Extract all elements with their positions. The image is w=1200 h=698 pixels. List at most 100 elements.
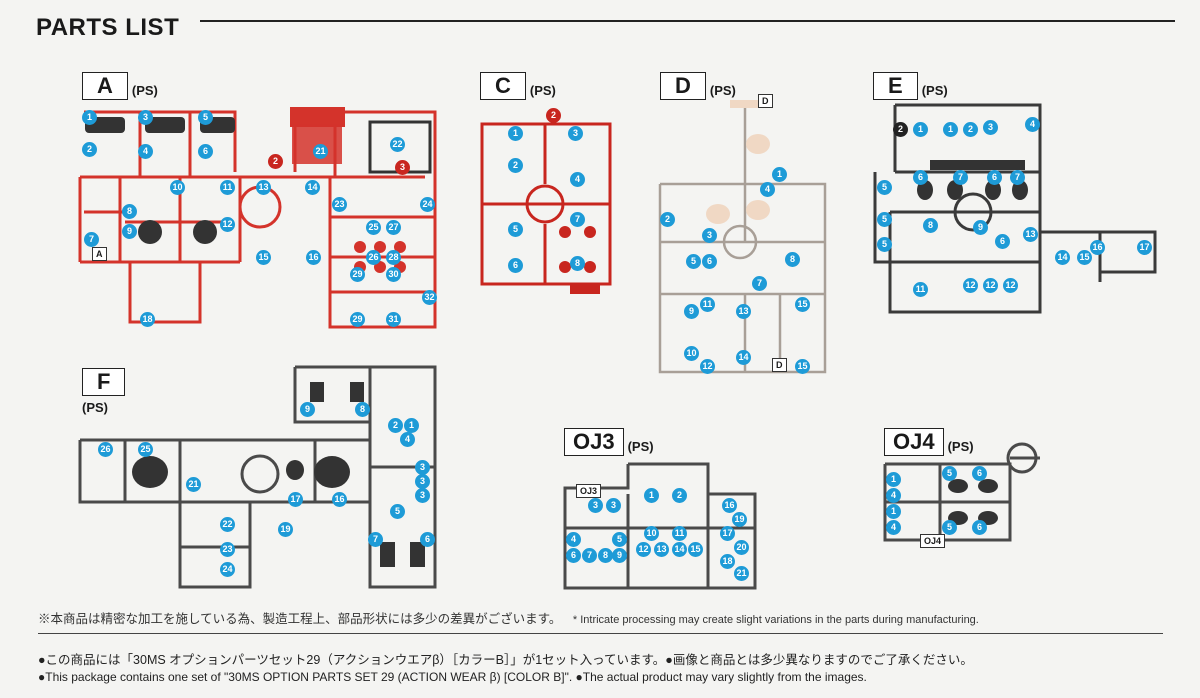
runner-material: (PS): [82, 400, 108, 415]
part-number: 8: [598, 548, 613, 563]
part-number: 9: [122, 224, 137, 239]
part-number: 2: [660, 212, 675, 227]
runner-letter: OJ4: [884, 428, 944, 456]
runner-tag: D: [772, 358, 787, 372]
part-number: 16: [332, 492, 347, 507]
part-number: 3: [702, 228, 717, 243]
part-number: 22: [220, 517, 235, 532]
part-number: 13: [736, 304, 751, 319]
part-number: 8: [923, 218, 938, 233]
part-number: 5: [390, 504, 405, 519]
part-number: 14: [672, 542, 687, 557]
part-number: 5: [508, 222, 523, 237]
part-number: 2: [546, 108, 561, 123]
runner-f-label: F: [82, 368, 126, 396]
part-number: 1: [404, 418, 419, 433]
part-number: 29: [350, 312, 365, 327]
part-number: 3: [415, 488, 430, 503]
part-number: 1: [886, 472, 901, 487]
runner-letter: F: [82, 368, 126, 396]
runner-oj4-frame: [883, 442, 1040, 542]
part-number: 3: [588, 498, 603, 513]
part-number: 7: [582, 548, 597, 563]
part-number: 6: [987, 170, 1002, 185]
part-number: 1: [508, 126, 523, 141]
runner-f: F (PS) 9 8 2 1 4 3 3 3 5 7 6 26 25 21 17…: [70, 362, 445, 597]
part-number: 18: [140, 312, 155, 327]
part-number: 15: [795, 359, 810, 374]
part-number: 12: [963, 278, 978, 293]
part-number: 4: [1025, 117, 1040, 132]
part-number: 7: [84, 232, 99, 247]
part-number: 5: [877, 212, 892, 227]
runner-material: (PS): [921, 83, 948, 98]
part-number: 2: [388, 418, 403, 433]
part-number: 4: [760, 182, 775, 197]
runner-a-label: A (PS): [82, 72, 158, 100]
part-number: 8: [122, 204, 137, 219]
part-number: 6: [420, 532, 435, 547]
part-number: 15: [795, 297, 810, 312]
part-number: 12: [700, 359, 715, 374]
note-jp: ※本商品は精密な加工を施している為、製造工程上、部品形状には多少の差異がございま…: [38, 612, 562, 626]
runner-f-frame: [78, 365, 437, 589]
part-number: 9: [612, 548, 627, 563]
part-number: 17: [288, 492, 303, 507]
note-en: * Intricate processing may create slight…: [572, 614, 979, 626]
part-number: 6: [702, 254, 717, 269]
runner-c-frame: [480, 122, 612, 294]
part-number: 19: [278, 522, 293, 537]
part-number: 7: [368, 532, 383, 547]
runner-c-label: C (PS): [480, 72, 556, 100]
part-number: 3: [395, 160, 410, 175]
part-number: 5: [612, 532, 627, 547]
divider: [38, 633, 1163, 634]
part-number: 2: [268, 154, 283, 169]
part-number: 8: [785, 252, 800, 267]
part-number: 10: [684, 346, 699, 361]
part-number: 25: [366, 220, 381, 235]
part-number: 18: [720, 554, 735, 569]
part-number: 11: [700, 297, 715, 312]
runner-letter: A: [82, 72, 128, 100]
part-number: 27: [386, 220, 401, 235]
part-number: 2: [893, 122, 908, 137]
runner-oj3-label: OJ3 (PS): [564, 428, 654, 456]
part-number: 24: [220, 562, 235, 577]
part-number: 11: [672, 526, 687, 541]
part-number: 23: [220, 542, 235, 557]
part-number: 14: [305, 180, 320, 195]
part-number: 16: [722, 498, 737, 513]
part-number: 15: [1077, 250, 1092, 265]
part-number: 4: [570, 172, 585, 187]
part-number: 12: [636, 542, 651, 557]
part-number: 3: [138, 110, 153, 125]
part-number: 22: [390, 137, 405, 152]
part-number: 2: [82, 142, 97, 157]
part-number: 1: [644, 488, 659, 503]
footer-en: ●This package contains one set of "30MS …: [38, 670, 867, 684]
part-number: 32: [422, 290, 437, 305]
part-number: 10: [170, 180, 185, 195]
part-number: 24: [420, 197, 435, 212]
title-rule: [200, 20, 1175, 22]
part-number: 19: [732, 512, 747, 527]
part-number: 4: [138, 144, 153, 159]
runner-letter: D: [660, 72, 706, 100]
runner-letter: C: [480, 72, 526, 100]
part-number: 6: [913, 170, 928, 185]
part-number: 8: [570, 256, 585, 271]
runner-d-label: D (PS): [660, 72, 736, 100]
runner-material: (PS): [947, 439, 974, 454]
part-number: 28: [386, 250, 401, 265]
part-number: 5: [877, 180, 892, 195]
part-number: 20: [734, 540, 749, 555]
part-number: 6: [972, 466, 987, 481]
runner-e-label: E (PS): [873, 72, 948, 100]
part-number: 16: [1090, 240, 1105, 255]
part-number: 6: [566, 548, 581, 563]
runner-e: E (PS) 2 1 1 2 3 4 5 6 7 6 7 5 8 9 5 6 1…: [865, 72, 1165, 322]
part-number: 4: [400, 432, 415, 447]
runner-d: D (PS) D 1 4 2 3 5 6 7 8 9 11 13 10 12 1…: [650, 72, 835, 377]
part-number: 3: [568, 126, 583, 141]
